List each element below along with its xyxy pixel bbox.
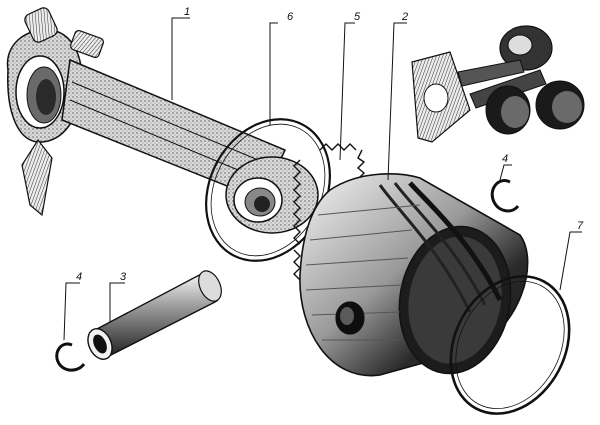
callout-piston-pin: 3	[120, 271, 127, 283]
callout-pin-circlip-left: 4	[76, 271, 82, 283]
piston-pin	[87, 270, 222, 360]
callout-expander-spring: 5	[354, 11, 361, 23]
connecting-rod	[6, 7, 319, 234]
callout-piston-ring: 7	[577, 220, 584, 232]
callout-piston: 2	[401, 11, 408, 23]
callout-labels: 1 6 5 2 3 4 4 7	[76, 6, 584, 283]
callout-oil-ring-band: 6	[287, 11, 294, 23]
pin-circlip-right	[490, 179, 520, 213]
assembly-inset	[411, 25, 585, 143]
pin-circlip-left	[55, 342, 86, 372]
expander-spring	[293, 143, 366, 281]
leader-lines	[63, 17, 582, 341]
callout-connecting-rod: 1	[184, 6, 190, 18]
piston-ring	[449, 275, 571, 415]
callout-pin-circlip-right: 4	[502, 153, 508, 165]
piston	[299, 173, 529, 377]
